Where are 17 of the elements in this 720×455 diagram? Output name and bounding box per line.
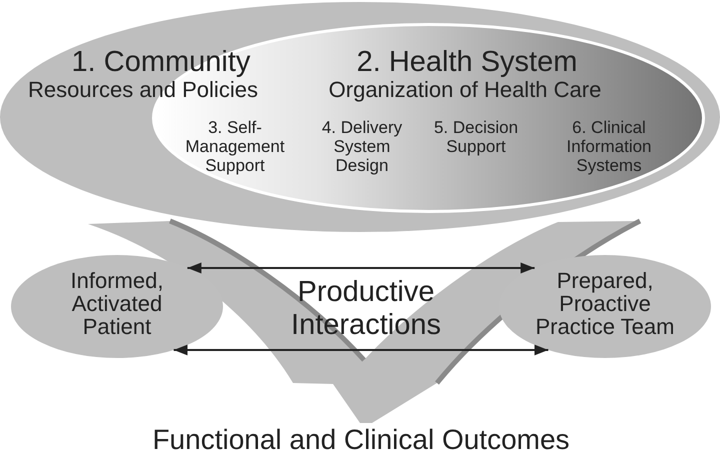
component-label: 5. Decision Support <box>432 118 520 156</box>
ellipse-subheading: Organization of Health Care <box>328 77 602 102</box>
center-label: Productive Interactions <box>290 276 442 342</box>
outcome-label: Functional and Clinical Outcomes <box>151 426 571 454</box>
ellipse-label: Informed, Activated Patient <box>70 269 164 338</box>
ellipse-subheading: Resources and Policies <box>27 77 259 102</box>
ellipse-heading: 2. Health System <box>356 45 578 79</box>
ellipse-node <box>11 255 223 358</box>
ellipse-node <box>499 255 711 358</box>
double-arrow <box>187 262 535 274</box>
ellipse-label: Prepared, Proactive Practice Team <box>534 269 676 338</box>
ellipse-heading: 1. Community <box>70 45 252 79</box>
component-label: 3. Self-Management Support <box>184 118 286 175</box>
double-arrow <box>174 344 548 356</box>
outer-ellipse <box>0 2 720 232</box>
component-label: 4. Delivery System Design <box>320 118 404 175</box>
component-label: 6. Clinical Information Systems <box>565 118 653 175</box>
